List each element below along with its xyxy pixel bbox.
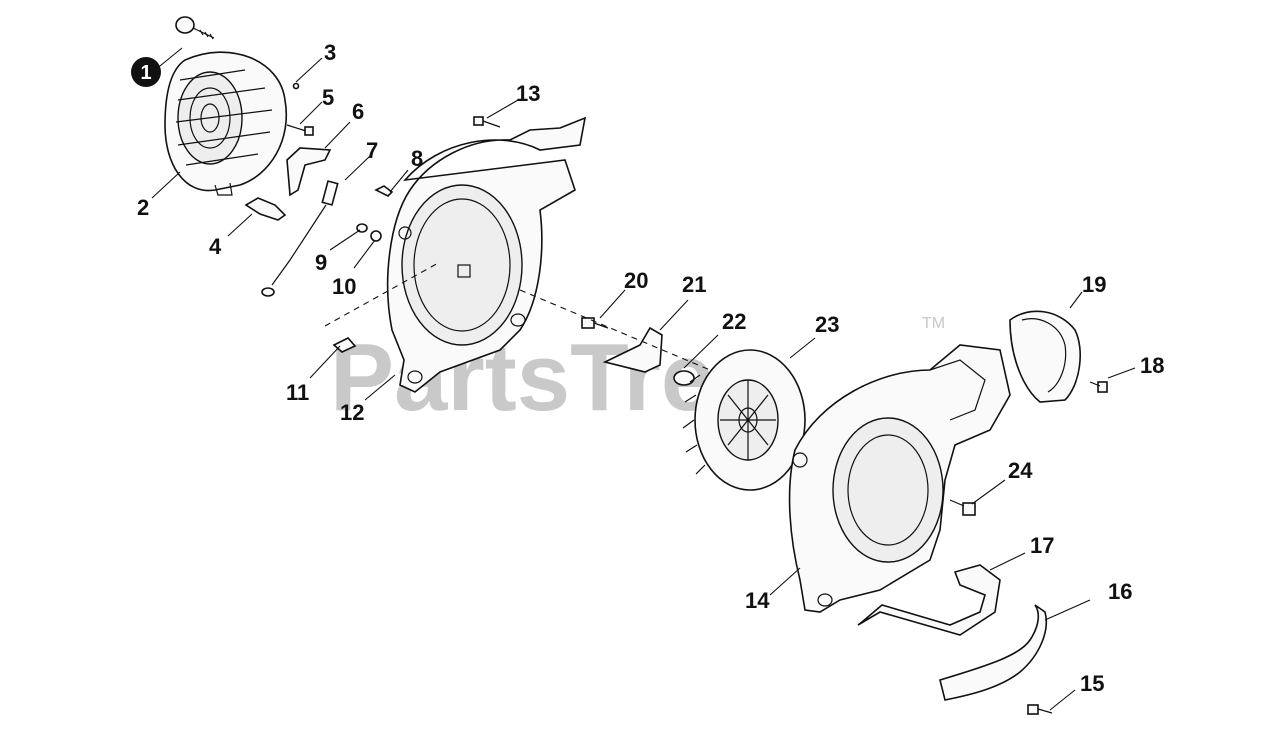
callout-4[interactable]: 4 <box>209 234 222 259</box>
callout-8[interactable]: 8 <box>411 146 423 171</box>
callout-1[interactable]: 1 <box>131 57 161 87</box>
part-22-washer[interactable] <box>673 370 695 386</box>
callout-10[interactable]: 10 <box>332 274 356 299</box>
starter-handle[interactable] <box>175 16 215 40</box>
part-7-rope[interactable] <box>261 180 339 297</box>
part-17-handle-bracket[interactable] <box>857 564 1001 636</box>
callout-13[interactable]: 13 <box>516 81 540 106</box>
callout-6[interactable]: 6 <box>352 99 364 124</box>
blower-housing[interactable] <box>788 344 1011 613</box>
part-3-washer[interactable] <box>292 82 300 90</box>
starter-housing[interactable] <box>164 51 288 196</box>
callout-16[interactable]: 16 <box>1108 579 1132 604</box>
part-11-clip[interactable] <box>332 337 357 353</box>
part-13-screw[interactable] <box>473 116 501 128</box>
watermark-trademark: TM <box>922 315 945 332</box>
fan-cover[interactable] <box>386 116 587 393</box>
callout-1-label: 1 <box>140 62 151 84</box>
callout-23[interactable]: 23 <box>815 312 839 337</box>
part-16-handle-grip[interactable] <box>939 604 1047 701</box>
callout-18[interactable]: 18 <box>1140 353 1164 378</box>
callout-9[interactable]: 9 <box>315 250 327 275</box>
part-8-clip[interactable] <box>374 185 394 197</box>
part-15-screw[interactable] <box>1027 704 1053 715</box>
callout-7[interactable]: 7 <box>366 138 378 163</box>
part-5-screw[interactable] <box>286 124 314 136</box>
part-20-bolt[interactable] <box>581 317 609 329</box>
part-6-bracket[interactable] <box>286 147 332 197</box>
part-21-bracket[interactable] <box>602 326 663 373</box>
part-19-clamp[interactable] <box>1009 310 1081 403</box>
part-18-screw[interactable] <box>1089 381 1108 393</box>
callout-19[interactable]: 19 <box>1082 272 1106 297</box>
callout-5[interactable]: 5 <box>322 85 334 110</box>
callout-11[interactable]: 11 <box>286 380 309 405</box>
leader-lines <box>151 47 1136 711</box>
callout-3[interactable]: 3 <box>324 40 336 65</box>
callout-22[interactable]: 22 <box>722 309 746 334</box>
callout-24[interactable]: 24 <box>1008 458 1033 483</box>
fan-impeller[interactable] <box>682 349 806 491</box>
callout-15[interactable]: 15 <box>1080 671 1104 696</box>
part-4-pawl[interactable] <box>244 197 287 221</box>
callout-17[interactable]: 17 <box>1030 533 1054 558</box>
callout-12[interactable]: 12 <box>340 400 364 425</box>
callout-2[interactable]: 2 <box>137 195 149 220</box>
callout-20[interactable]: 20 <box>624 268 648 293</box>
callout-14[interactable]: 14 <box>745 588 770 613</box>
part-10-washer[interactable] <box>370 230 382 242</box>
part-24-bolt[interactable] <box>949 499 976 516</box>
callout-21[interactable]: 21 <box>682 272 706 297</box>
